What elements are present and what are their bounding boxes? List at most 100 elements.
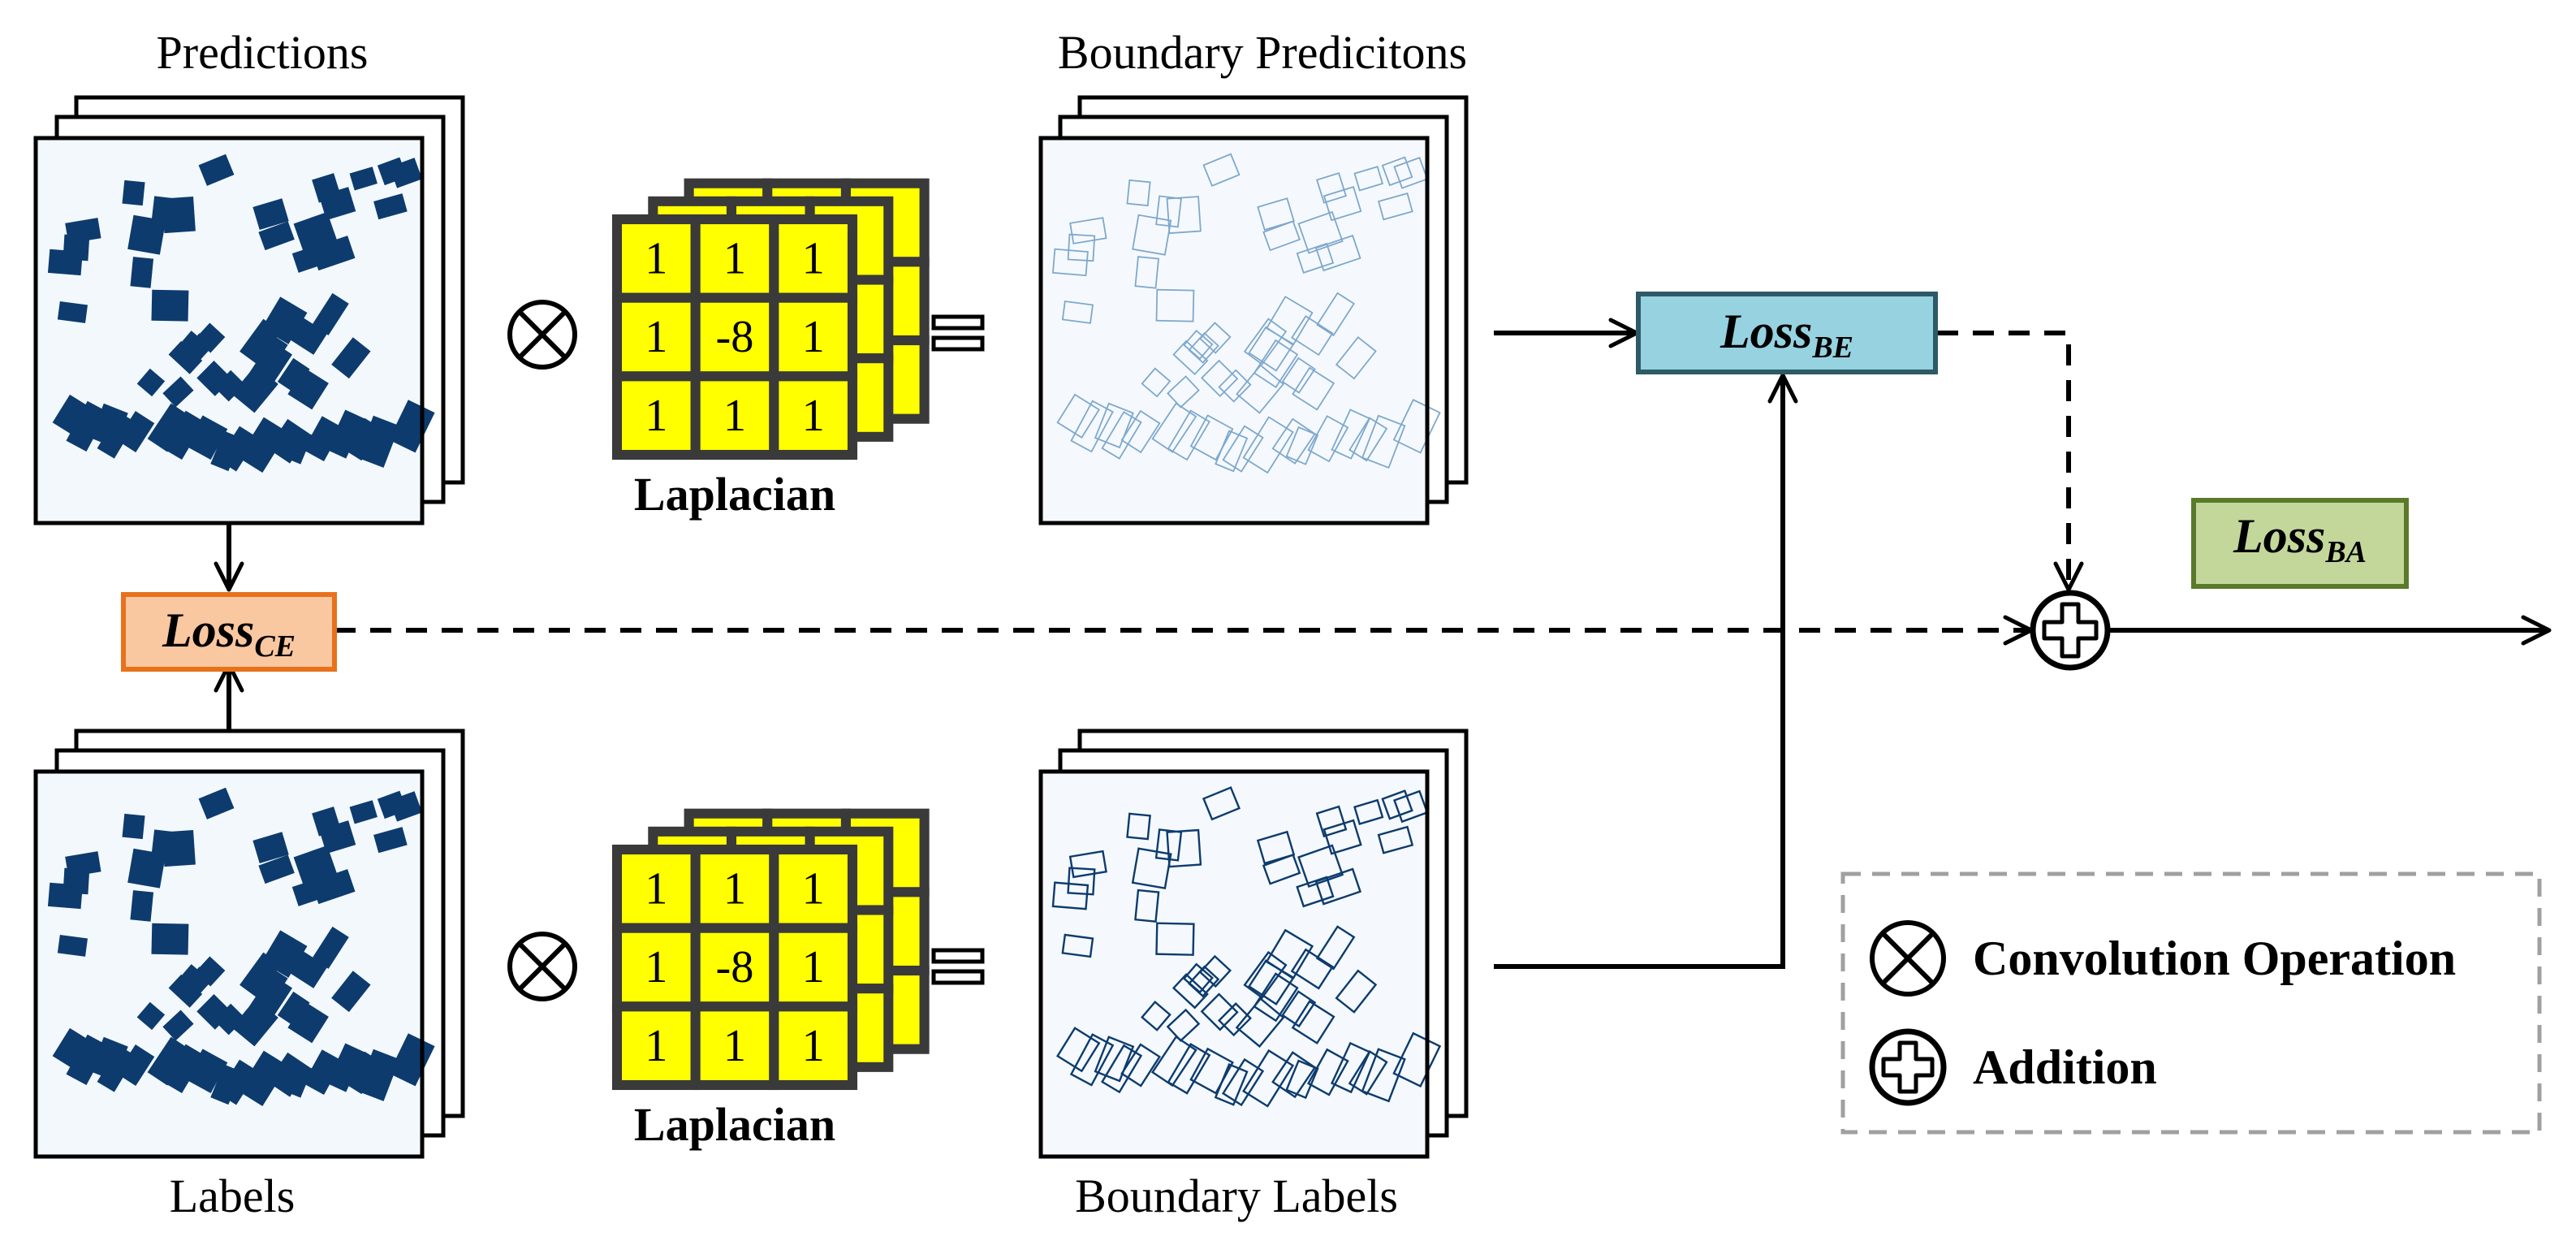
labels-image xyxy=(36,772,435,1157)
building-shape xyxy=(1141,1001,1171,1031)
kernel-cell-value: 1 xyxy=(802,312,825,362)
building-shape xyxy=(1100,1044,1143,1094)
building-shape xyxy=(185,415,228,461)
building-shape xyxy=(1314,867,1362,906)
building-shape xyxy=(312,806,341,837)
legend-convolution-label: Convolution Operation xyxy=(1973,932,2456,985)
building-shape xyxy=(1155,195,1182,228)
building-shape xyxy=(252,832,289,863)
kernel-cell-value: 1 xyxy=(645,391,667,441)
building-shape xyxy=(1235,997,1285,1049)
kernel-cell xyxy=(611,371,701,461)
kernel-cell-value: 1 xyxy=(723,863,746,914)
equals-icon xyxy=(931,314,985,352)
building-shape xyxy=(1183,329,1214,360)
building-shape xyxy=(377,790,408,819)
convolution-icon xyxy=(1870,920,1946,997)
building-shape xyxy=(326,409,365,459)
building-shape xyxy=(293,845,338,887)
loss-ce-box: LossCE xyxy=(121,592,337,672)
building-shape xyxy=(357,415,400,468)
building-shape xyxy=(1281,990,1317,1028)
building-shape xyxy=(66,1034,108,1086)
building-shape xyxy=(238,417,288,473)
building-shape xyxy=(1221,1057,1265,1107)
building-shape xyxy=(238,1050,288,1106)
building-shape xyxy=(1323,819,1362,855)
building-shape xyxy=(1056,393,1101,439)
building-shape xyxy=(1182,962,1214,994)
building-shape xyxy=(377,157,408,186)
building-shape xyxy=(162,376,194,408)
building-shape xyxy=(231,365,278,413)
building-shape xyxy=(116,411,155,452)
building-shape xyxy=(162,197,196,234)
building-shape xyxy=(1315,925,1356,971)
addition-icon xyxy=(1869,1028,1947,1106)
building-shape xyxy=(373,193,408,220)
svg-text:LossBE: LossBE xyxy=(1719,305,1853,365)
building-shape xyxy=(1134,889,1160,923)
building-shape xyxy=(1055,1027,1101,1073)
legend-addition-label: Addition xyxy=(1973,1040,2157,1094)
building-shape xyxy=(277,357,310,393)
building-shape xyxy=(1242,416,1294,474)
building-shape xyxy=(1291,314,1334,357)
building-shape xyxy=(1262,220,1301,252)
building-shape xyxy=(147,403,192,452)
building-shape xyxy=(1377,825,1414,854)
building-shape xyxy=(1297,844,1344,889)
building-shape xyxy=(291,243,329,273)
building-shape xyxy=(1202,153,1241,188)
building-shape xyxy=(198,787,235,819)
building-shape xyxy=(66,400,108,452)
building-shape xyxy=(1256,830,1296,865)
building-shape xyxy=(214,1003,246,1036)
legend: Convolution Operation Addition xyxy=(1840,871,2542,1135)
building-shape xyxy=(1377,192,1413,221)
building-shape xyxy=(1243,318,1288,365)
building-shape xyxy=(1069,217,1107,244)
kernel-cell xyxy=(769,1001,858,1091)
building-shape xyxy=(281,427,313,465)
arrow-boundary-labels-to-loss-be xyxy=(1494,373,1798,969)
building-shape xyxy=(1335,335,1377,380)
building-shape xyxy=(57,935,88,957)
building-shape xyxy=(1172,339,1209,376)
kernel-cell-value: 1 xyxy=(645,942,667,992)
building-shape xyxy=(1361,1048,1406,1103)
building-shape xyxy=(168,974,203,1008)
kernel-cell-value: 1 xyxy=(723,233,746,283)
building-shape xyxy=(1323,186,1362,222)
building-shape xyxy=(1166,1008,1201,1043)
kernel-cell-value: 1 xyxy=(802,391,825,441)
loss-ce-sub: CE xyxy=(254,629,296,664)
building-shape xyxy=(1198,954,1232,988)
building-shape xyxy=(1201,359,1239,398)
building-shape xyxy=(57,301,88,323)
building-shape xyxy=(179,331,208,359)
building-shape xyxy=(1069,1033,1115,1087)
building-shape xyxy=(185,1049,228,1094)
legend-box xyxy=(1840,871,2542,1135)
building-shape xyxy=(163,1044,205,1094)
caption-boundary-predictions: Boundary Predicitons xyxy=(1058,26,1467,79)
kernel-cell-value: 1 xyxy=(645,1021,667,1071)
building-shape xyxy=(1257,197,1295,231)
building-shape xyxy=(1132,214,1172,256)
building-shape xyxy=(293,211,338,253)
building-shape xyxy=(1243,950,1288,1000)
building-shape xyxy=(1335,969,1378,1014)
kernel-cell-value: 1 xyxy=(645,863,667,914)
building-shape xyxy=(373,827,408,854)
boundary-predictions-image xyxy=(1041,138,1441,523)
predictions-image xyxy=(36,138,435,523)
building-shape xyxy=(1141,367,1171,398)
convolution-icon xyxy=(507,300,577,370)
building-shape xyxy=(1068,850,1107,879)
building-shape xyxy=(1199,322,1232,354)
building-shape xyxy=(1331,409,1371,460)
building-shape xyxy=(1222,425,1264,473)
building-shape xyxy=(331,971,371,1013)
building-shape xyxy=(1291,1000,1335,1045)
